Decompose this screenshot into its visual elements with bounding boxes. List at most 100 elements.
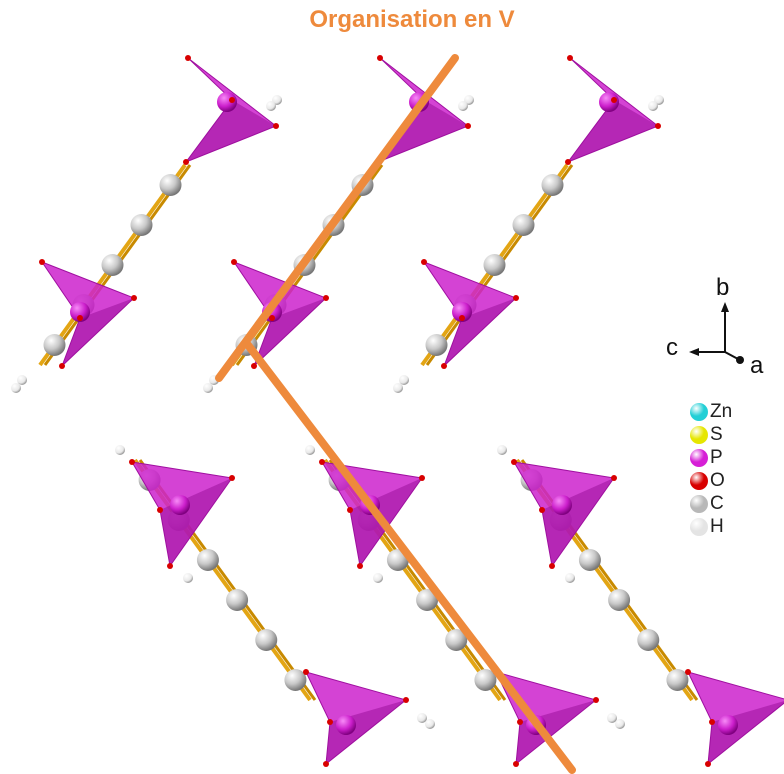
v-line	[244, 341, 576, 774]
carbon-atom	[637, 629, 660, 651]
phosphorus-atom	[170, 495, 190, 515]
axis-triad: b c a	[660, 270, 780, 380]
carbon-atom	[474, 669, 497, 691]
oxygen-atom	[77, 315, 83, 321]
oxygen-atom	[565, 159, 571, 165]
legend-swatch	[690, 517, 708, 536]
oxygen-atom	[251, 363, 257, 369]
oxygen-atom	[465, 123, 471, 129]
oxygen-atom	[549, 563, 555, 569]
oxygen-atom	[705, 761, 711, 767]
carbon-atom	[608, 589, 631, 611]
oxygen-atom	[229, 475, 235, 481]
legend-label: H	[710, 515, 724, 537]
phosphorus-atom	[718, 715, 738, 735]
legend-label: P	[710, 446, 723, 468]
tetrahedron-shade	[62, 298, 134, 366]
oxygen-atom	[323, 761, 329, 767]
carbon-atom	[425, 334, 448, 356]
oxygen-atom	[157, 507, 163, 513]
oxygen-atom	[539, 507, 545, 513]
oxygen-atom	[59, 363, 65, 369]
carbon-atom	[101, 254, 124, 276]
oxygen-atom	[611, 475, 617, 481]
legend-item: O	[690, 469, 732, 492]
tetrahedron-shade	[444, 298, 516, 366]
oxygen-atom	[185, 55, 191, 61]
oxygen-atom	[229, 97, 235, 103]
carbon-atom	[159, 174, 182, 196]
hydrogen-atom	[565, 573, 575, 583]
oxygen-atom	[347, 507, 353, 513]
oxygen-atom	[441, 363, 447, 369]
oxygen-atom	[513, 295, 519, 301]
hydrogen-atom	[607, 713, 617, 723]
oxygen-atom	[611, 97, 617, 103]
hydrogen-atom	[425, 719, 435, 729]
carbon-atom	[130, 214, 153, 236]
hydrogen-atom	[615, 719, 625, 729]
oxygen-atom	[593, 697, 599, 703]
oxygen-atom	[377, 55, 383, 61]
tetrahedron-shade	[542, 478, 614, 566]
oxygen-atom	[567, 55, 573, 61]
carbon-atom	[43, 334, 66, 356]
axis-arrows	[689, 302, 744, 364]
oxygen-atom	[513, 761, 519, 767]
legend-label: S	[710, 423, 723, 445]
carbon-atom	[284, 669, 307, 691]
legend-swatch	[690, 402, 708, 421]
legend-label: C	[710, 492, 724, 514]
carbon-atom	[196, 549, 219, 571]
legend-item: C	[690, 492, 732, 515]
hydrogen-atom	[373, 573, 383, 583]
carbon-atom	[541, 174, 564, 196]
oxygen-atom	[131, 295, 137, 301]
carbon-atom	[255, 629, 278, 651]
oxygen-atom	[421, 259, 427, 265]
axis-a-label: a	[750, 352, 764, 379]
carbon-atom	[666, 669, 689, 691]
oxygen-atom	[655, 123, 661, 129]
carbon-atom	[512, 214, 535, 236]
hydrogen-atom	[399, 375, 409, 385]
carbon-atom	[578, 549, 601, 571]
legend-swatch	[690, 448, 708, 467]
oxygen-atom	[403, 697, 409, 703]
hydrogen-atom	[17, 375, 27, 385]
oxygen-atom	[319, 459, 325, 465]
axis-c-label: c	[666, 334, 678, 361]
legend-item: Zn	[690, 400, 732, 423]
oxygen-atom	[183, 159, 189, 165]
hydrogen-atom	[266, 101, 276, 111]
hydrogen-atom	[648, 101, 658, 111]
tetrahedron-shade	[516, 700, 596, 764]
oxygen-atom	[459, 315, 465, 321]
oxygen-atom	[323, 295, 329, 301]
oxygen-atom	[685, 669, 691, 675]
legend-label: Zn	[710, 400, 733, 422]
hydrogen-atom	[115, 445, 125, 455]
phosphorus-atom	[552, 495, 572, 515]
hydrogen-atom	[417, 713, 427, 723]
tetrahedron-shade	[568, 100, 658, 162]
legend-swatch	[690, 425, 708, 444]
hydrogen-atom	[497, 445, 507, 455]
phosphorus-atom	[452, 302, 472, 322]
molecule-layer	[11, 55, 784, 767]
hydrogen-atom	[183, 573, 193, 583]
legend-label: O	[710, 469, 725, 491]
legend-swatch	[690, 471, 708, 490]
tetrahedron-shade	[326, 700, 406, 764]
hydrogen-atom	[11, 383, 21, 393]
legend-item: S	[690, 423, 732, 446]
oxygen-atom	[269, 315, 275, 321]
legend-item: H	[690, 515, 732, 538]
oxygen-atom	[357, 563, 363, 569]
carbon-atom	[483, 254, 506, 276]
tetrahedron-shade	[186, 100, 276, 162]
phosphorus-atom	[70, 302, 90, 322]
tetrahedron-shade	[708, 701, 784, 764]
